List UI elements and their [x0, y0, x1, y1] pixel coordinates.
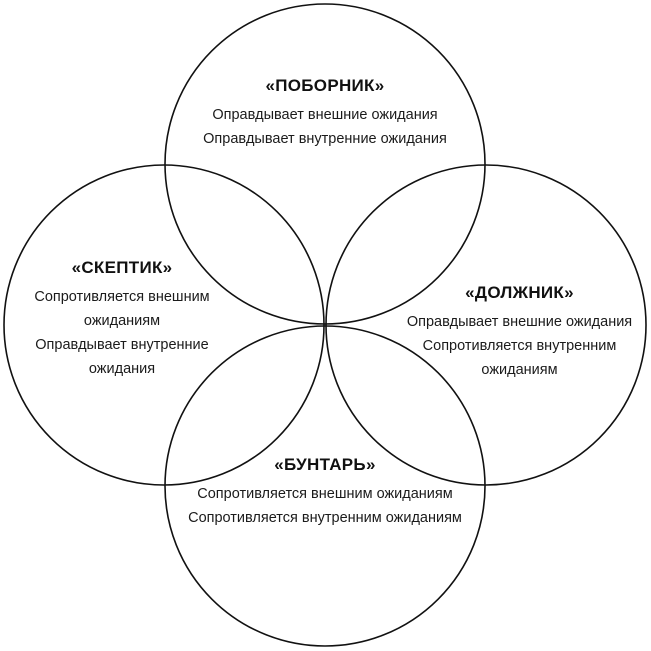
circle-rebel-outline: [164, 325, 486, 647]
questioner-line-2: Оправдывает внутренние ожидания: [35, 337, 209, 377]
rebel-line-2: Сопротивляется внутренним ожиданиям: [188, 510, 462, 526]
label-block-obliger: «ДОЛЖНИК» Оправдывает внешние ожидания С…: [402, 283, 637, 382]
questioner-title: «СКЕПТИК»: [71, 258, 173, 277]
circle-obliger-outline: [325, 164, 647, 486]
circle-questioner-outline: [3, 164, 325, 486]
label-block-rebel: «БУНТАРЬ» Сопротивляется внешним ожидани…: [125, 455, 525, 530]
obliger-line-2: Сопротивляется внутренним ожиданиям: [422, 338, 617, 378]
label-block-questioner: «СКЕПТИК» Сопротивляется внешним ожидани…: [22, 258, 222, 381]
label-block-upholder: «ПОБОРНИК» Оправдывает внешние ожидания …: [130, 76, 520, 151]
upholder-title: «ПОБОРНИК»: [265, 76, 385, 95]
rebel-line-1: Сопротивляется внешним ожиданиям: [197, 486, 453, 502]
upholder-line-2: Оправдывает внутренние ожидания: [203, 131, 447, 147]
circle-upholder-outline: [164, 3, 486, 325]
questioner-line-1: Сопротивляется внешним ожиданиям: [34, 289, 210, 329]
upholder-line-1: Оправдывает внешние ожидания: [212, 107, 438, 123]
rebel-title: «БУНТАРЬ»: [274, 455, 376, 474]
obliger-line-1: Оправдывает внешние ожидания: [406, 314, 633, 330]
obliger-title: «ДОЛЖНИК»: [465, 283, 574, 302]
